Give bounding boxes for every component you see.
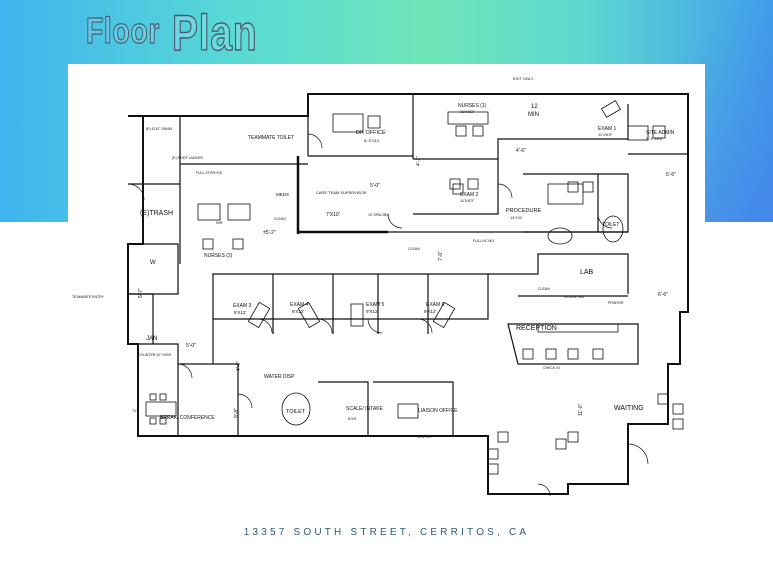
label-clean-2: CLEAN: [408, 247, 420, 251]
label-printer: PRINTER: [608, 301, 624, 305]
label-full-hc-mo: FULL HC MO: [473, 239, 494, 243]
label-nurses-2: NURSES (2): [204, 253, 233, 259]
room-labels: EXIT ONLY NURSES (1) 11'X8'3" 12 MIN DR …: [72, 76, 676, 439]
label-patient-bd: PATIENT BD: [564, 295, 585, 299]
label-12: 12: [531, 104, 538, 110]
label-teammate-toilet: TEAMMATE TOILET: [248, 135, 294, 141]
label-toilet-right: TOILET: [602, 222, 619, 228]
label-exam-5: EXAM 5: [366, 302, 385, 308]
label-procedure: PROCEDURE: [506, 208, 541, 214]
label-full-storage: FULL STOR+DS: [196, 171, 223, 175]
label-check-in: CHECK IN: [543, 366, 560, 370]
label-exam-2-size: 11'X8'3": [460, 198, 475, 203]
label-wr: WR: [216, 220, 223, 225]
label-liaison-office: LIAISON OFFICE: [418, 408, 458, 414]
label-exam-2: EXAM 2: [460, 192, 479, 198]
label-clean: CLEAN: [274, 217, 286, 221]
label-counter: COUNTER 42" HIGH: [138, 353, 172, 357]
label-scale-intake: SCALE/ INTAKE: [346, 406, 384, 412]
label-toilet-left: TOILET: [286, 409, 306, 415]
label-meds: MEDS: [276, 192, 289, 197]
label-teammate-entry: TEAMMATE ENTRY: [72, 295, 105, 299]
label-trash: (E)TRASH: [140, 210, 173, 217]
label-dim-4-6: 4'-6": [516, 148, 526, 154]
label-dim-4-6b: 4'-6": [236, 361, 242, 371]
label-dim-5-2: ±5'-2": [263, 230, 276, 236]
label-liaison-size: 8'-2"X9': [418, 434, 432, 439]
label-scale-size: 8'X9': [348, 416, 357, 421]
label-waiting: WAITING: [614, 405, 644, 412]
label-exam-4-size: 9'X12': [292, 309, 304, 314]
label-exam-5-size: 9'X12': [366, 309, 378, 314]
label-dim-6-6: 6'-6": [658, 292, 668, 298]
label-reception: RECEPTION: [516, 325, 557, 332]
door-swings: [127, 133, 649, 497]
label-jan: JAN: [146, 336, 157, 342]
label-nurses-1: NURSES (1): [458, 103, 487, 109]
label-exam-3: EXAM 3: [233, 303, 252, 309]
floor-plan-sheet: EXIT ONLY NURSES (1) 11'X8'3" 12 MIN DR …: [68, 64, 705, 516]
label-dr-office: DR OFFICE: [356, 130, 386, 136]
label-dim-9-8: 9'-8": [234, 408, 240, 418]
label-nurses-1-size: 11'X8'3": [460, 109, 475, 114]
label-exam-1: EXAM 1: [598, 126, 617, 132]
label-dim-5-7: 5'-7": [138, 288, 144, 298]
label-dim-4-1: 4'-1": [416, 156, 422, 166]
label-roof-ladder: (E) ROOF LADDER: [172, 156, 203, 160]
plan-walls: [127, 93, 689, 495]
label-tv: TV: [132, 409, 137, 413]
title-word-plan: Plan: [171, 4, 258, 61]
label-lab: LAB: [580, 269, 594, 276]
label-care-team: CARE TEAM SUPERVISOR: [316, 190, 367, 195]
label-care-team-size: 7'X10': [326, 212, 340, 218]
label-water-disp: WATER DISP: [264, 374, 295, 380]
label-dim-11-0: 11'-0": [578, 403, 584, 416]
label-elec-panel: (E) ELEC PANEL: [146, 127, 173, 131]
property-address: 13357 SOUTH STREET, CERRITOS, CA: [243, 527, 530, 538]
furniture: [145, 100, 684, 475]
label-exam-3-size: 9'X12': [234, 310, 246, 315]
label-break-conference: BREAK/ CONFERENCE: [160, 415, 215, 421]
label-dim-5-0-top: 5'-0": [370, 183, 380, 189]
label-dim-10: 10' SPACING: [368, 213, 389, 217]
floor-plan-drawing: EXIT ONLY NURSES (1) 11'X8'3" 12 MIN DR …: [72, 76, 689, 497]
title-word-floor: Floor: [86, 9, 161, 51]
label-dim-5-0: 5'-0": [186, 343, 196, 349]
label-dim-5-6: 5'-6": [666, 172, 676, 178]
label-exam-6-size: 9'X12': [424, 309, 436, 314]
label-exam-4: EXAM 4: [290, 302, 309, 308]
label-site-admin: SITE ADMIN: [646, 130, 675, 136]
label-dim-7-0: 7'-0": [438, 251, 444, 261]
label-clean-3: CLEAN: [538, 287, 550, 291]
label-site-admin-size: 8'-3"X8'6": [646, 136, 664, 141]
label-procedure-size: 14'X11': [510, 215, 523, 220]
label-exit-only: EXIT ONLY: [513, 76, 534, 81]
label-dr-office-size: 8'-3"X10': [364, 138, 380, 143]
label-min: MIN: [528, 112, 539, 118]
label-w: W: [150, 260, 156, 266]
label-exam-1-size: 11'X8'3": [598, 132, 613, 137]
label-exam-6: EXAM 6: [426, 302, 445, 308]
